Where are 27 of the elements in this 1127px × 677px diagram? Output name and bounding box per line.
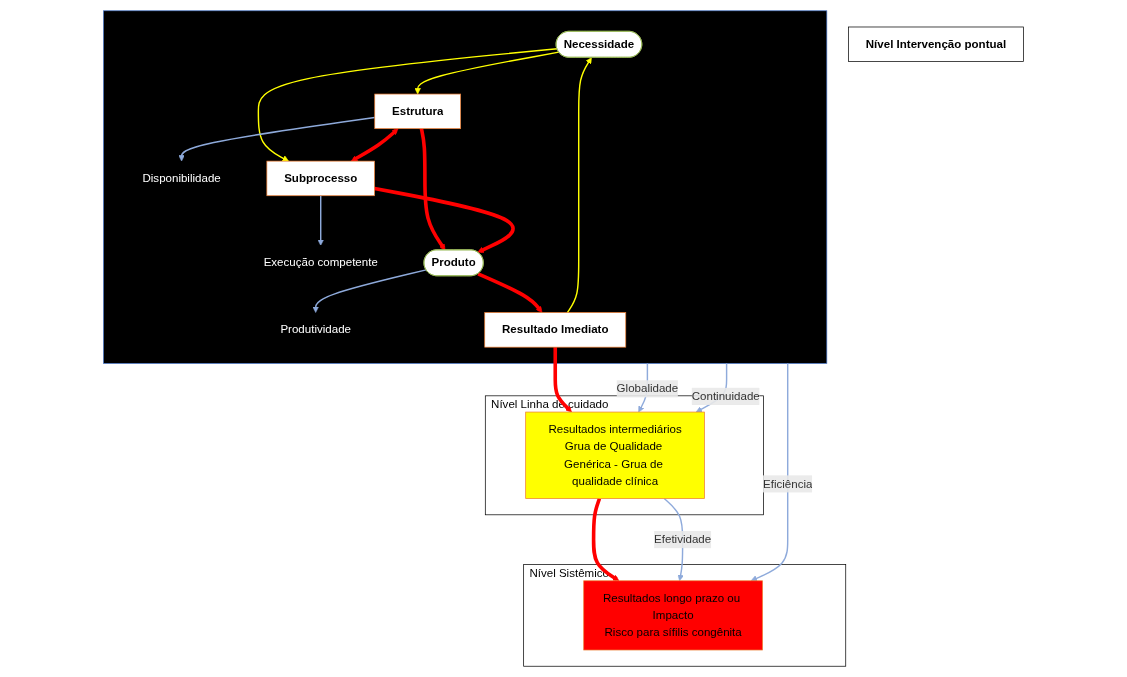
edge-label: Efetividade <box>654 533 712 546</box>
node-text: Execução competente <box>263 256 378 269</box>
arrow <box>257 48 558 162</box>
node-box: Estrutura <box>374 93 461 130</box>
node-text: Disponibilidade <box>142 171 221 185</box>
arrow <box>414 51 560 95</box>
arrow <box>312 269 427 313</box>
node-box: Resultados intermediários Grua de Qualidade Genérica - Grua de qualidade clínica <box>525 411 705 499</box>
arrow <box>178 116 376 162</box>
node-box: Resultado Imediato <box>484 312 627 348</box>
arrow <box>477 272 543 313</box>
edge-label: Continuidade <box>691 389 760 403</box>
arrow <box>591 497 620 582</box>
cluster <box>103 10 828 364</box>
edge-label: Globalidade <box>616 382 679 395</box>
arrow <box>750 362 789 582</box>
arrow <box>566 57 592 314</box>
arrow <box>351 128 399 162</box>
edge-label: Eficiência <box>763 477 813 490</box>
arrow <box>553 347 572 413</box>
arrow <box>374 186 515 253</box>
arrow <box>419 128 446 251</box>
node-text: Produtividade <box>280 323 351 336</box>
arrow <box>317 195 324 246</box>
node-box: Subprocesso <box>266 160 375 197</box>
node-box: Nível Intervenção pontual <box>848 26 1024 62</box>
node-box: Resultados longo prazo ou Impacto Risco para sífilis congênita <box>583 580 763 651</box>
